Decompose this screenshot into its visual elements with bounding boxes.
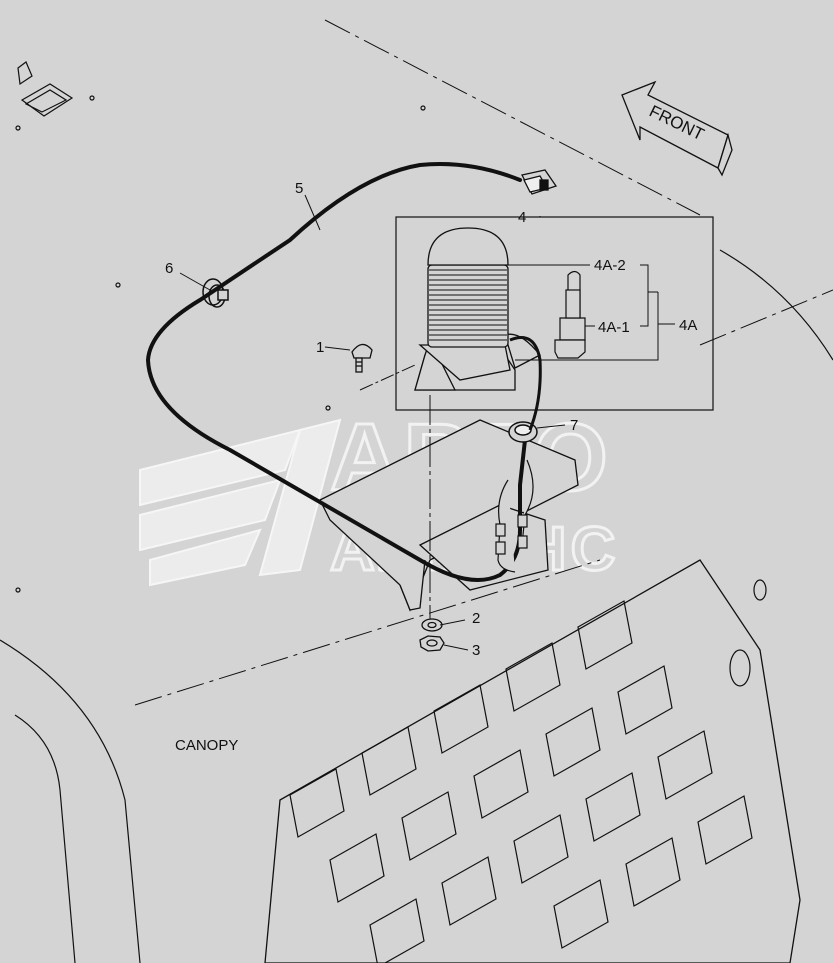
part-label-2: 2 (472, 610, 480, 627)
grille-cell (513, 814, 569, 884)
part-label-5: 5 (295, 180, 303, 197)
watermark-logo (139, 418, 342, 587)
grille-cell (505, 642, 561, 712)
grille-cell (577, 600, 633, 670)
grille-cell (329, 833, 385, 903)
part-label-4: 4 (518, 209, 526, 226)
part-label-4a-1: 4A-1 (598, 319, 630, 336)
part-label-1: 1 (316, 339, 324, 356)
canopy-left-contour (0, 639, 141, 963)
canopy-grille-panel (264, 559, 801, 963)
part-label-3: 3 (472, 642, 480, 659)
grille-cell (441, 856, 497, 926)
beacon-lens-ribs (429, 269, 507, 341)
nut (419, 635, 445, 652)
bolt-leader-line (359, 364, 416, 391)
grille-cell (617, 665, 673, 735)
grille-cell (697, 795, 753, 865)
part-label-4a-2: 4A-2 (594, 257, 626, 274)
washer (421, 618, 443, 632)
bolt (351, 343, 373, 373)
grille-cell (657, 730, 713, 800)
canopy-corner-detail (15, 61, 703, 718)
grille-cell (369, 898, 425, 963)
grille-cells (289, 600, 753, 963)
grille-hole-small (753, 579, 767, 601)
cable-clamp (202, 278, 229, 308)
grille-cell (433, 684, 489, 754)
front-arrow (621, 80, 733, 177)
grille-cell (545, 707, 601, 777)
beacon-lamp (414, 227, 542, 391)
bracket-wire-connectors (495, 459, 534, 573)
grille-cell (553, 879, 609, 949)
grille-cell (289, 768, 345, 838)
part-label-6: 6 (165, 260, 173, 277)
callout-box-4 (395, 216, 714, 411)
canopy-right-edge (719, 249, 833, 361)
canopy-centerlines (134, 19, 833, 706)
cable-connector (521, 169, 558, 195)
grille-hole-large (729, 649, 751, 687)
grille-cell (473, 749, 529, 819)
grille-cell (585, 772, 641, 842)
canopy-label: CANOPY (175, 737, 238, 754)
part-label-7: 7 (570, 417, 578, 434)
callout-leaders (179, 194, 675, 651)
mounting-bracket (319, 419, 579, 612)
grille-cell (361, 726, 417, 796)
grille-cell (401, 791, 457, 861)
part-label-4a: 4A (679, 317, 697, 334)
bulb (554, 270, 586, 359)
harness-cable (145, 162, 527, 582)
grille-cell (625, 837, 681, 907)
